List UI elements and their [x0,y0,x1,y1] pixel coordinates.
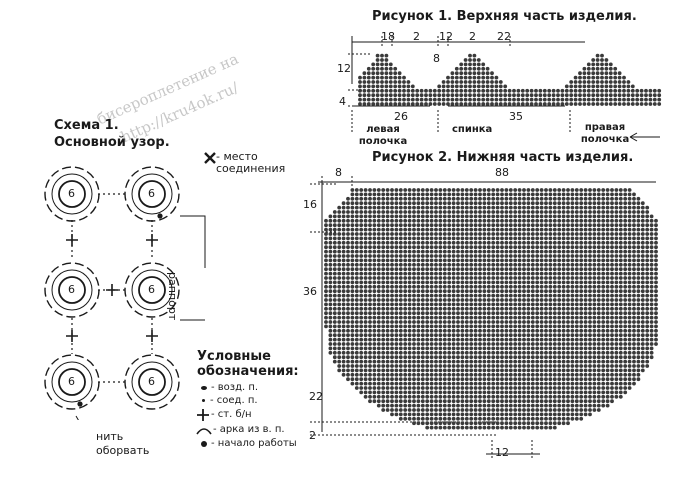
legend-item-text: - начало работы [211,438,297,449]
fig1-dim-12-side: 12 [337,62,351,75]
fig1-dim-2a: 2 [413,30,420,43]
scheme1-title-line2: Основной узор. [54,135,170,150]
fig1-label-center: спинка [452,124,493,135]
motif-center-2: 6 [148,187,155,200]
rapport-label: раппорт [166,272,179,321]
legend-item: - ст. б/н [195,407,335,422]
motif-center-3: 6 [68,283,75,296]
motif-center-5: 6 [68,375,75,388]
legend-item: - начало работы [195,437,335,451]
legend-list: - возд. п. - соед. п. - ст. б/н - арка и… [195,381,335,451]
legend-title: Условные обозначения: [197,349,299,379]
legend-item: - арка из в. п. [195,422,335,437]
figure1-bead-chart [348,36,662,142]
fig1-dim-12: 12 [439,30,453,43]
start-dot-icon [201,441,207,447]
fig2-dim-16: 16 [303,198,317,211]
slip-stitch-icon [202,399,205,402]
chain-arc-icon [196,427,212,434]
fig2-dim-22: 22 [309,390,323,403]
fig1-dim-35: 35 [509,110,523,123]
fig1-dim-4: 4 [339,95,346,108]
legend-item-text: - арка из в. п. [213,423,285,435]
legend-item-text: - ст. б/н [211,408,252,420]
single-crochet-icon [197,408,209,421]
legend-item: - возд. п. [195,381,335,394]
crochet-scheme [44,166,206,420]
chain-stitch-icon [201,385,207,390]
legend-item-text: - соед. п. [210,394,258,406]
joint-note: - место соединения [216,150,286,175]
fig1-label-left: левая полочка [358,124,408,147]
fig2-dim-8: 8 [335,166,342,179]
motif-center-6: 6 [148,375,155,388]
figure2-bead-chart [310,176,658,460]
motif-center-4: 6 [148,283,155,296]
fig1-dim-26: 26 [394,110,408,123]
scheme1-title-line1: Схема 1. [54,118,119,133]
fig1-label-right: правая полочка [580,122,630,145]
fig1-dim-2b: 2 [469,30,476,43]
joint-cross-icon [202,150,218,170]
legend-item: - соед. п. [195,394,335,407]
fig1-dim-18: 18 [381,30,395,43]
fig2-dim-2: 2 [309,429,316,442]
fig2-dim-12: 12 [495,446,509,459]
cut-thread-label: нить оборвать [96,430,150,457]
motif-center-1: 6 [68,187,75,200]
fig2-dim-36: 36 [303,285,317,298]
figure1-title: Рисунок 1. Верхняя часть изделия. [372,9,637,24]
fig1-dim-8: 8 [433,52,440,65]
fig1-dim-22: 22 [497,30,511,43]
legend-item-text: - возд. п. [211,381,259,393]
fig2-dim-88: 88 [495,166,509,179]
figure2-title: Рисунок 2. Нижняя часть изделия. [372,150,634,165]
